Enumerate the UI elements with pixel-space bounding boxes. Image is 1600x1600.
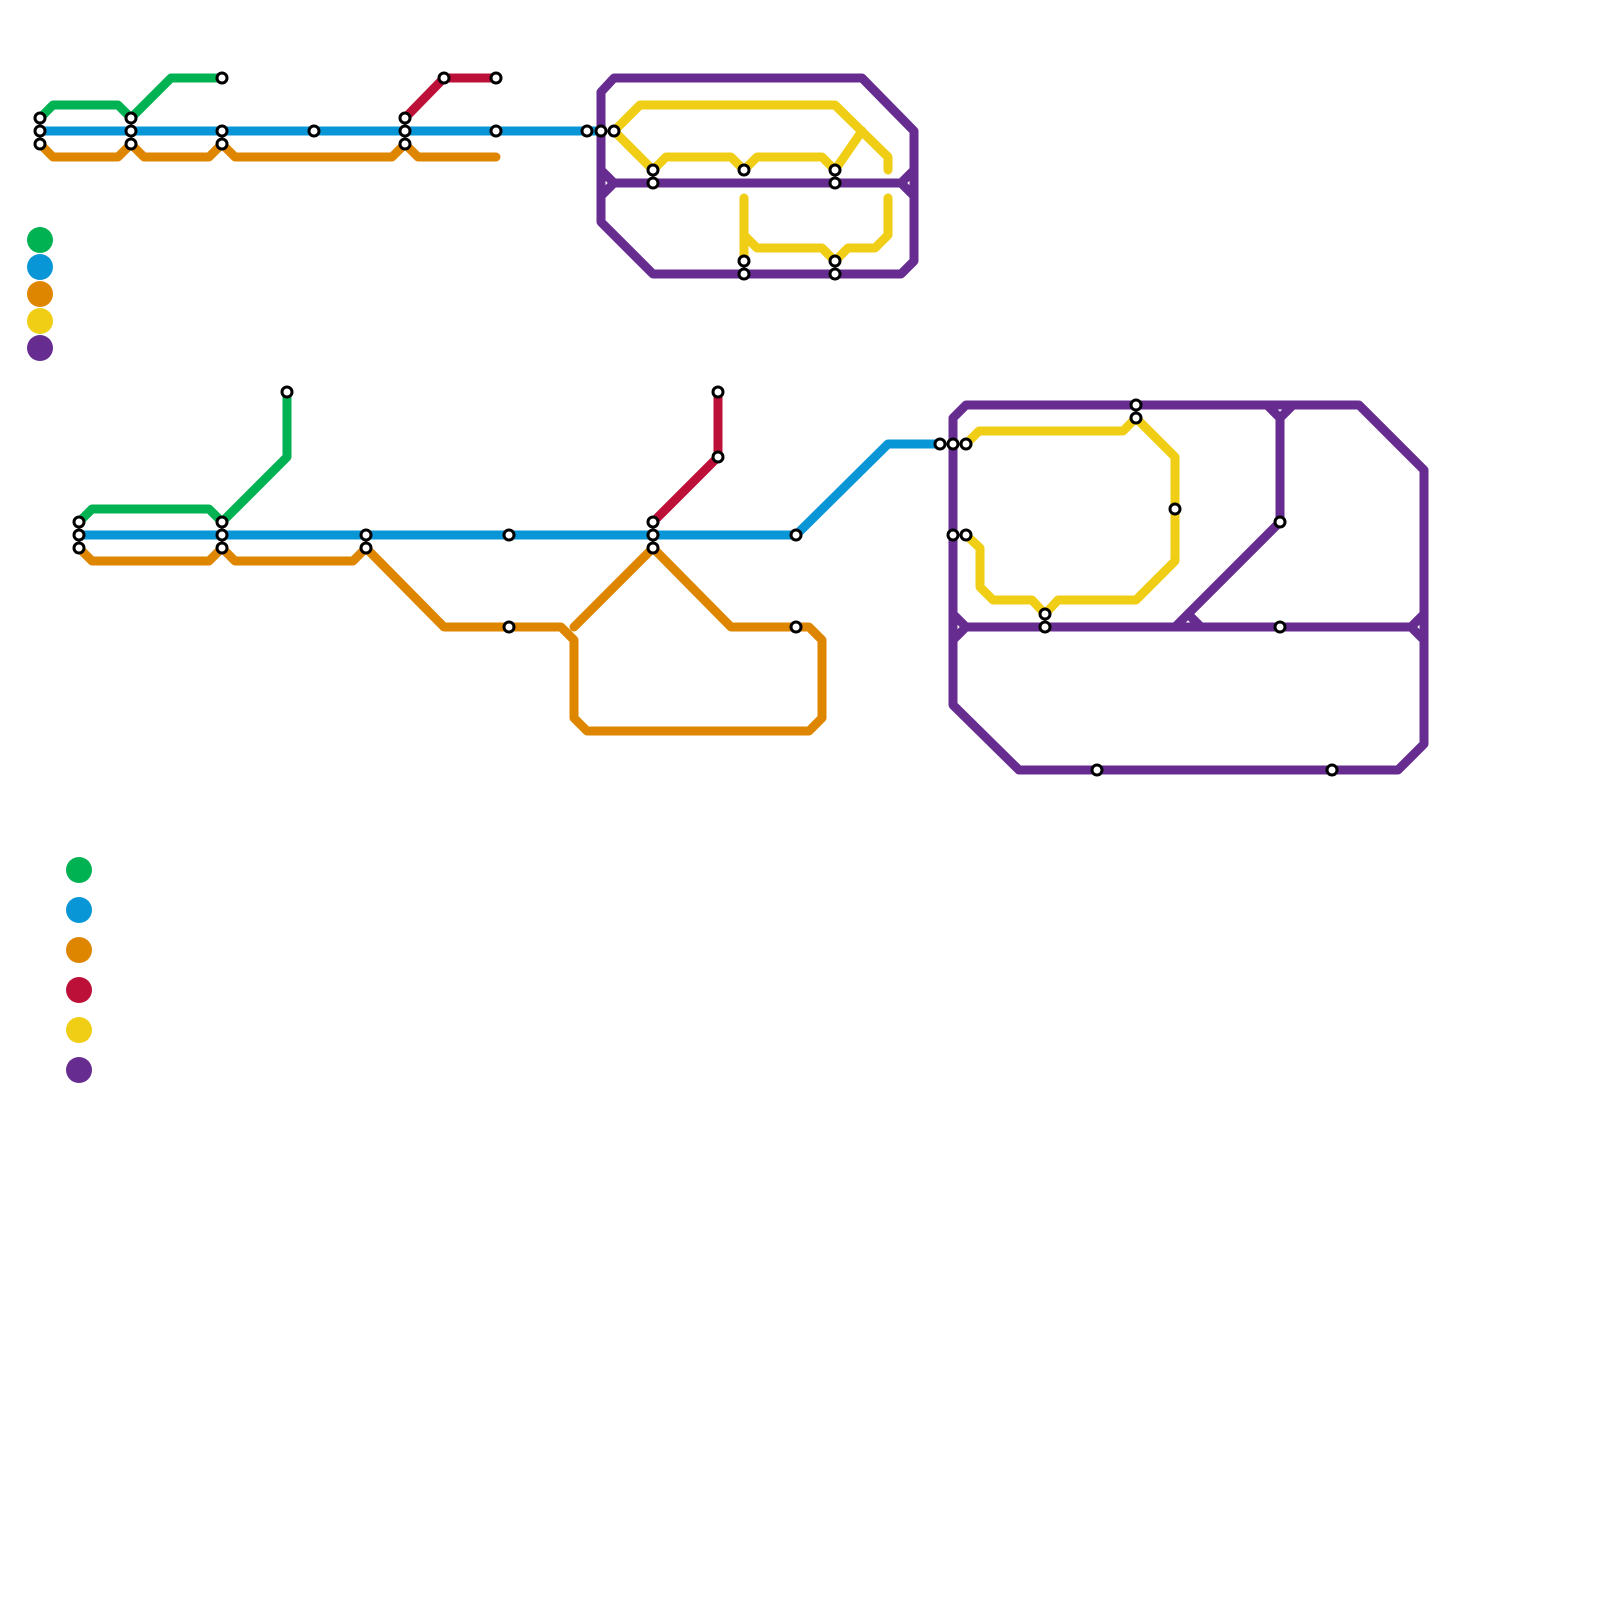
purple-line-segment [1170, 413, 1285, 632]
purple-line-segment [596, 165, 919, 188]
legend-swatch-green [27, 227, 53, 253]
station-marker[interactable] [711, 385, 725, 399]
yellow-line-segment [648, 126, 867, 175]
station-marker[interactable] [124, 111, 138, 125]
green-line-segment [35, 73, 227, 123]
station-marker[interactable] [33, 111, 47, 125]
route-lines [35, 73, 1429, 775]
station-marker[interactable] [124, 137, 138, 151]
station-marker[interactable] [215, 124, 229, 138]
legend-swatch-purple [66, 1057, 92, 1083]
purple-line-segment [948, 622, 971, 645]
station-marker[interactable] [280, 385, 294, 399]
station-marker[interactable] [959, 437, 973, 451]
station-marker[interactable] [398, 111, 412, 125]
legend-swatch-blue [27, 254, 53, 280]
station-marker[interactable] [33, 124, 47, 138]
yellow-line-segment [609, 100, 893, 175]
legend-swatch-orange [66, 937, 92, 963]
station-marker[interactable] [828, 176, 842, 190]
station-marker[interactable] [398, 137, 412, 151]
station-marker[interactable] [737, 267, 751, 281]
orange-line-segment [74, 543, 827, 736]
red-line-segment [400, 73, 501, 123]
station-marker[interactable] [789, 528, 803, 542]
green-line-segment [74, 387, 292, 527]
purple-line-segment [948, 400, 1429, 775]
legend-swatch-red [66, 977, 92, 1003]
station-marker[interactable] [1129, 411, 1143, 425]
purple-line-segment [1406, 622, 1429, 645]
station-marker[interactable] [72, 515, 86, 529]
station-marker[interactable] [1273, 620, 1287, 634]
station-marker[interactable] [607, 124, 621, 138]
station-marker[interactable] [594, 124, 608, 138]
station-marker[interactable] [1325, 763, 1339, 777]
station-marker[interactable] [933, 437, 947, 451]
station-marker[interactable] [646, 515, 660, 529]
station-marker[interactable] [1168, 502, 1182, 516]
legend-swatch-green [66, 857, 92, 883]
station-marker[interactable] [828, 254, 842, 268]
station-marker[interactable] [359, 541, 373, 555]
station-marker[interactable] [946, 528, 960, 542]
station-marker[interactable] [215, 137, 229, 151]
bottom-legend [66, 857, 92, 1083]
station-marker[interactable] [1129, 398, 1143, 412]
station-marker[interactable] [646, 176, 660, 190]
station-marker[interactable] [215, 71, 229, 85]
purple-line-segment [948, 609, 1429, 632]
legend-swatch-orange [27, 281, 53, 307]
station-marker[interactable] [359, 528, 373, 542]
station-marker[interactable] [711, 450, 725, 464]
station-marker[interactable] [33, 137, 47, 151]
station-marker[interactable] [646, 541, 660, 555]
station-marker[interactable] [489, 71, 503, 85]
station-marker[interactable] [502, 528, 516, 542]
station-marker[interactable] [307, 124, 321, 138]
red-line-segment [648, 387, 723, 527]
station-marker[interactable] [959, 528, 973, 542]
station-marker[interactable] [437, 71, 451, 85]
station-marker[interactable] [646, 163, 660, 177]
station-marker[interactable] [215, 541, 229, 555]
station-marker[interactable] [789, 620, 803, 634]
station-marker[interactable] [215, 515, 229, 529]
station-marker[interactable] [737, 254, 751, 268]
purple-line-segment [1183, 609, 1206, 632]
legend-swatch-blue [66, 897, 92, 923]
station-marker[interactable] [398, 124, 412, 138]
station-marker[interactable] [946, 437, 960, 451]
legend-swatch-yellow [66, 1017, 92, 1043]
legend-swatch-yellow [27, 308, 53, 334]
station-marker[interactable] [828, 267, 842, 281]
station-marker[interactable] [72, 541, 86, 555]
station-marker[interactable] [1090, 763, 1104, 777]
station-marker[interactable] [737, 163, 751, 177]
station-marker[interactable] [828, 163, 842, 177]
station-marker[interactable] [502, 620, 516, 634]
orange-line-segment [35, 139, 501, 162]
purple-line-segment [896, 178, 919, 201]
station-marker[interactable] [215, 528, 229, 542]
station-marker[interactable] [646, 528, 660, 542]
stations [33, 71, 1339, 777]
legend [27, 227, 92, 1083]
station-marker[interactable] [489, 124, 503, 138]
legend-swatch-purple [27, 335, 53, 361]
station-marker[interactable] [124, 124, 138, 138]
blue-line-segment [74, 439, 945, 540]
top-legend [27, 227, 53, 361]
station-marker[interactable] [1038, 607, 1052, 621]
station-marker[interactable] [1038, 620, 1052, 634]
station-marker[interactable] [580, 124, 594, 138]
purple-line-segment [596, 178, 619, 201]
yellow-line-segment [961, 413, 1180, 619]
purple-line-segment [596, 73, 919, 279]
yellow-line-segment [739, 193, 893, 266]
station-marker[interactable] [1273, 515, 1287, 529]
yellow-line-segment [609, 126, 658, 175]
station-marker[interactable] [72, 528, 86, 542]
